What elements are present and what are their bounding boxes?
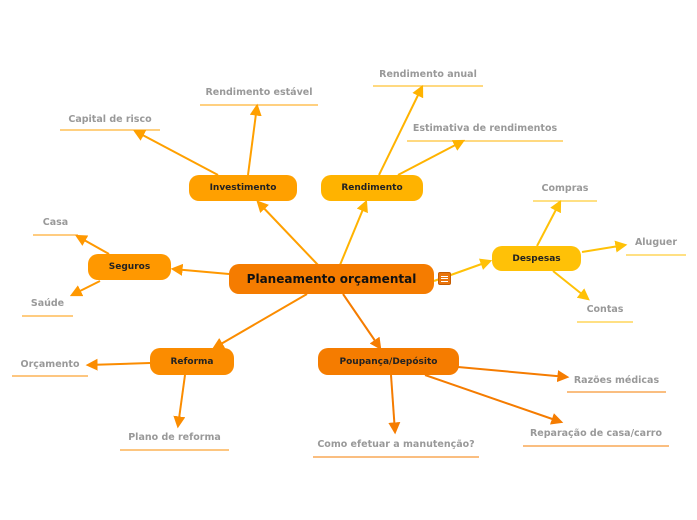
connector-despesas-aluguer <box>581 240 628 253</box>
connector-central-reforma <box>211 293 308 350</box>
leaf-orcamento[interactable]: Orçamento <box>20 359 80 370</box>
leaf-saude[interactable]: Saúde <box>30 298 65 309</box>
connector-poupanca-razoes <box>457 366 570 383</box>
branch-investimento-label: Investimento <box>209 183 277 193</box>
branch-rendimento-label: Rendimento <box>341 183 403 193</box>
connector-seguros-casa <box>74 234 110 255</box>
connector-rendimento-anual <box>378 84 424 176</box>
branch-poupanca[interactable]: Poupança/Depósito <box>318 348 459 375</box>
leaf-razoes-medicas[interactable]: Razões médicas <box>573 375 660 386</box>
connector-central-rendimento <box>339 199 368 266</box>
leaf-capital-de-risco[interactable]: Capital de risco <box>68 114 152 125</box>
leaf-contas[interactable]: Contas <box>586 304 624 315</box>
leaf-aluguer[interactable]: Aluguer <box>634 237 678 248</box>
connector-despesas-contas <box>552 270 590 301</box>
branch-poupanca-label: Poupança/Depósito <box>339 356 438 367</box>
connector-central-seguros <box>170 263 230 276</box>
branch-seguros-label: Seguros <box>108 262 151 272</box>
connector-central-poupanca <box>342 293 382 350</box>
menu-icon[interactable] <box>438 272 451 285</box>
branch-reforma-label: Reforma <box>170 356 214 367</box>
connector-despesas-compras <box>536 199 562 247</box>
connector-poupanca-manutencao <box>388 374 401 435</box>
connector-investimento-capital <box>132 129 219 176</box>
branch-despesas-label: Despesas <box>512 253 561 264</box>
central-topic[interactable]: Planeamento orçamental <box>229 264 434 294</box>
leaf-reparacao-casa-carro[interactable]: Reparação de casa/carro <box>529 428 662 439</box>
central-topic-label: Planeamento orçamental <box>246 272 417 286</box>
connector-reforma-orcamento <box>85 358 151 371</box>
leaf-casa[interactable]: Casa <box>42 217 69 228</box>
connector-rendimento-estimativa <box>397 139 466 176</box>
connector-poupanca-reparacao <box>424 374 564 425</box>
leaf-como-efetuar-manutencao[interactable]: Como efetuar a manutenção? <box>317 439 475 450</box>
leaf-plano-de-reforma[interactable]: Plano de reforma <box>128 432 221 443</box>
connector-investimento-estavel <box>247 103 262 176</box>
branch-reforma[interactable]: Reforma <box>150 348 234 375</box>
connector-reforma-plano <box>173 374 186 429</box>
branch-seguros[interactable]: Seguros <box>88 254 171 280</box>
branch-investimento[interactable]: Investimento <box>189 175 297 201</box>
branch-rendimento[interactable]: Rendimento <box>321 175 423 201</box>
leaf-estimativa-de-rendimentos[interactable]: Estimativa de rendimentos <box>412 123 558 134</box>
connector-seguros-saude <box>69 280 101 297</box>
leaf-rendimento-anual[interactable]: Rendimento anual <box>379 69 477 80</box>
branch-despesas[interactable]: Despesas <box>492 246 581 271</box>
leaf-compras[interactable]: Compras <box>541 183 589 194</box>
leaf-rendimento-estavel[interactable]: Rendimento estável <box>205 87 313 98</box>
connector-central-investimento <box>256 200 319 266</box>
